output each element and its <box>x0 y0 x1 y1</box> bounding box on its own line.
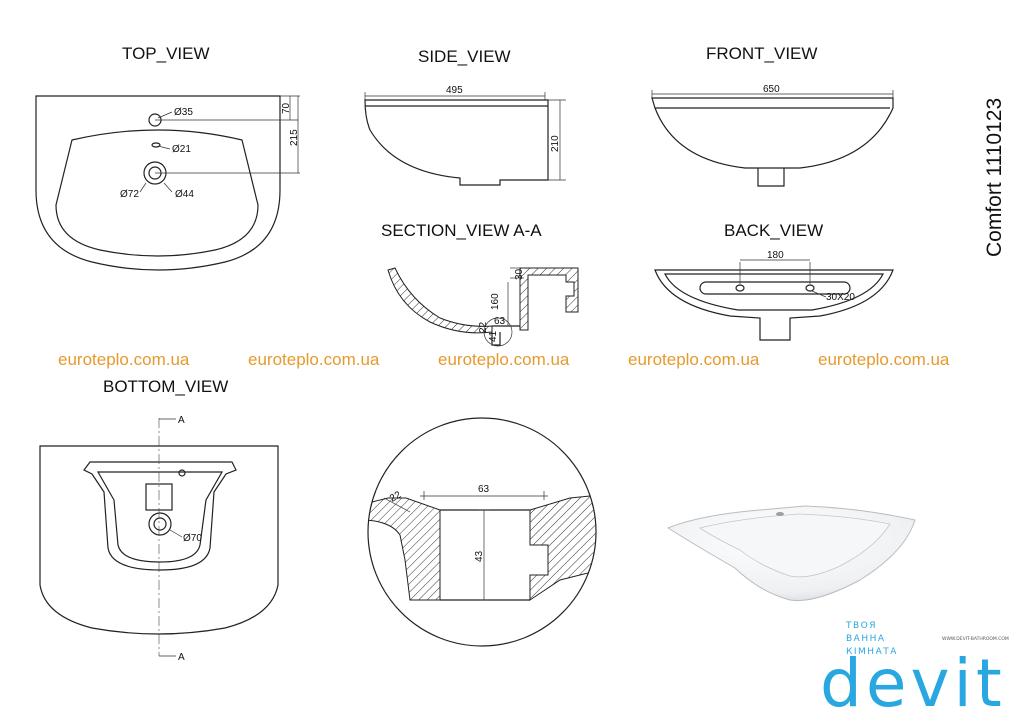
tap-hole-illustration <box>776 512 784 516</box>
section-mark-a-bottom: A <box>178 652 185 663</box>
watermark: euroteplo.com.ua <box>438 350 570 369</box>
back-view-slot-track <box>699 281 851 295</box>
dim-detail-22: 22 <box>388 489 404 504</box>
dim-41: 41 <box>488 330 499 342</box>
dim-215: 215 <box>289 129 300 146</box>
dim-d35: Ø35 <box>174 107 193 118</box>
front-view-title: FRONT_VIEW <box>706 44 817 63</box>
dim-63: 63 <box>494 316 506 327</box>
dim-160: 160 <box>490 293 501 310</box>
dim-d44: Ø44 <box>175 189 194 200</box>
dim-210: 210 <box>550 135 561 152</box>
dim-d70: Ø70 <box>183 533 202 544</box>
section-view-title: SECTION_VIEW A-A <box>381 221 542 240</box>
back-view-body <box>654 269 894 341</box>
brand-url: WWW.DEVIT-BATHROOM.COM <box>942 636 1009 642</box>
dim-495: 495 <box>446 85 463 96</box>
side-view-body <box>364 99 549 186</box>
top-view: TOP_VIEW Ø35 Ø21 Ø72 Ø44 70 215 <box>35 44 300 271</box>
brand-block: ТВОЯ ВАННА КІМНАТА WWW.DEVIT-BATHROOM.CO… <box>820 621 1009 722</box>
brand-tagline-2: ВАННА <box>846 634 886 644</box>
bottom-view: BOTTOM_VIEW A A Ø70 <box>39 377 279 663</box>
dim-70: 70 <box>281 102 292 114</box>
side-view: SIDE_VIEW 495 210 <box>364 47 566 186</box>
watermark: euroteplo.com.ua <box>628 350 760 369</box>
dim-650: 650 <box>763 84 780 95</box>
watermark-row: euroteplo.com.ua euroteplo.com.ua eurote… <box>58 350 950 369</box>
top-view-outline <box>35 95 281 271</box>
basin-illustration <box>666 505 916 602</box>
detail-view: 63 43 22 <box>367 417 597 647</box>
watermark: euroteplo.com.ua <box>818 350 950 369</box>
front-view: FRONT_VIEW 650 <box>651 44 894 187</box>
bottom-drain-outer <box>148 512 172 536</box>
bottom-view-title: BOTTOM_VIEW <box>103 377 228 396</box>
bottom-view-outline <box>39 445 279 635</box>
watermark: euroteplo.com.ua <box>248 350 380 369</box>
top-view-title: TOP_VIEW <box>122 44 210 63</box>
brand-tagline-1: ТВОЯ <box>845 621 877 631</box>
dim-30x20: 30X20 <box>826 292 855 303</box>
dim-180: 180 <box>767 250 784 261</box>
detail-left-wall <box>368 497 441 601</box>
side-view-title: SIDE_VIEW <box>418 47 511 66</box>
dim-detail-43: 43 <box>474 550 485 562</box>
basin-bowl <box>699 513 891 578</box>
dim-d72: Ø72 <box>120 189 139 200</box>
top-view-bowl <box>55 129 259 257</box>
overflow-hole <box>151 142 161 148</box>
dim-30: 30 <box>514 268 525 280</box>
brand-tagline-3: КІМНАТА <box>846 647 898 657</box>
dim-detail-63: 63 <box>478 484 490 495</box>
front-view-body <box>651 97 894 169</box>
bottom-drain-inner <box>153 517 167 531</box>
product-title: Comfort 1110123 <box>983 98 1006 257</box>
dim-22: 22 <box>478 321 489 333</box>
section-detail-marker <box>483 317 513 347</box>
brand-logo: devit <box>820 645 1006 722</box>
front-view-trap <box>757 168 785 187</box>
back-view: BACK_VIEW 180 30X20 <box>654 221 894 341</box>
watermark: euroteplo.com.ua <box>58 350 190 369</box>
section-view: SECTION_VIEW A-A 30 160 22 63 41 <box>381 221 579 347</box>
detail-right-wall <box>529 494 596 601</box>
section-mark-a-top: A <box>178 415 185 426</box>
section-back-wall <box>519 267 579 331</box>
dim-d21: Ø21 <box>172 144 191 155</box>
bottom-view-rib <box>83 461 237 571</box>
section-bowl-wall <box>387 267 493 334</box>
back-view-title: BACK_VIEW <box>724 221 823 240</box>
